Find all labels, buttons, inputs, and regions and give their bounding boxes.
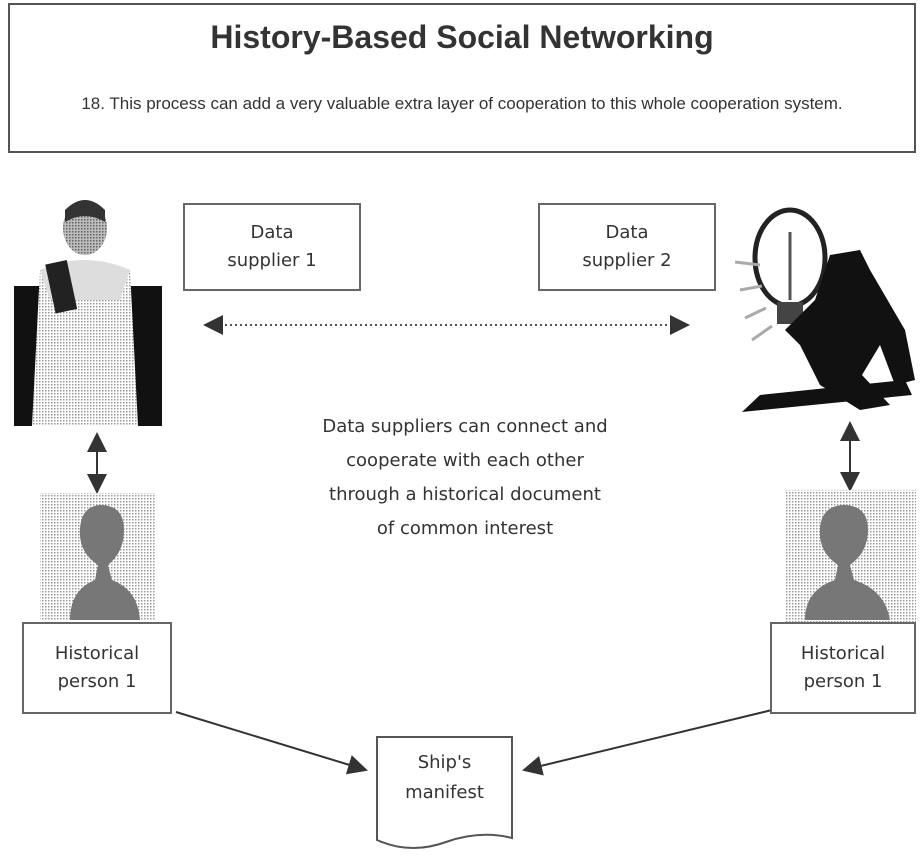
document-shape bbox=[376, 736, 513, 850]
left-to-document-arrow bbox=[175, 711, 368, 775]
lightbulb-businessman-icon bbox=[734, 207, 915, 412]
person-silhouette-icon bbox=[786, 490, 916, 622]
data-supplier-1-box: Data supplier 1 bbox=[183, 203, 361, 291]
doctor-figure-icon bbox=[14, 200, 162, 426]
data-supplier-1-label: Data supplier 1 bbox=[227, 222, 317, 271]
historical-person-right-box: Historical person 1 bbox=[770, 622, 916, 714]
historical-person-left-label: Historical person 1 bbox=[54, 643, 140, 692]
center-description: Data suppliers can connect and cooperate… bbox=[322, 416, 608, 539]
person-silhouette-icon bbox=[40, 493, 156, 621]
historical-person-right-label: Historical person 1 bbox=[800, 643, 886, 692]
header-box: History-Based Social Networking 18. This… bbox=[8, 3, 916, 153]
data-supplier-2-label: Data supplier 2 bbox=[582, 222, 672, 271]
document-label: Ship's manifest bbox=[405, 752, 484, 803]
right-to-document-arrow bbox=[522, 709, 773, 776]
data-supplier-2-box: Data supplier 2 bbox=[538, 203, 716, 291]
historical-person-left-box: Historical person 1 bbox=[22, 622, 172, 714]
page-title: History-Based Social Networking bbox=[210, 19, 714, 55]
page-subtitle: 18. This process can add a very valuable… bbox=[81, 94, 843, 113]
